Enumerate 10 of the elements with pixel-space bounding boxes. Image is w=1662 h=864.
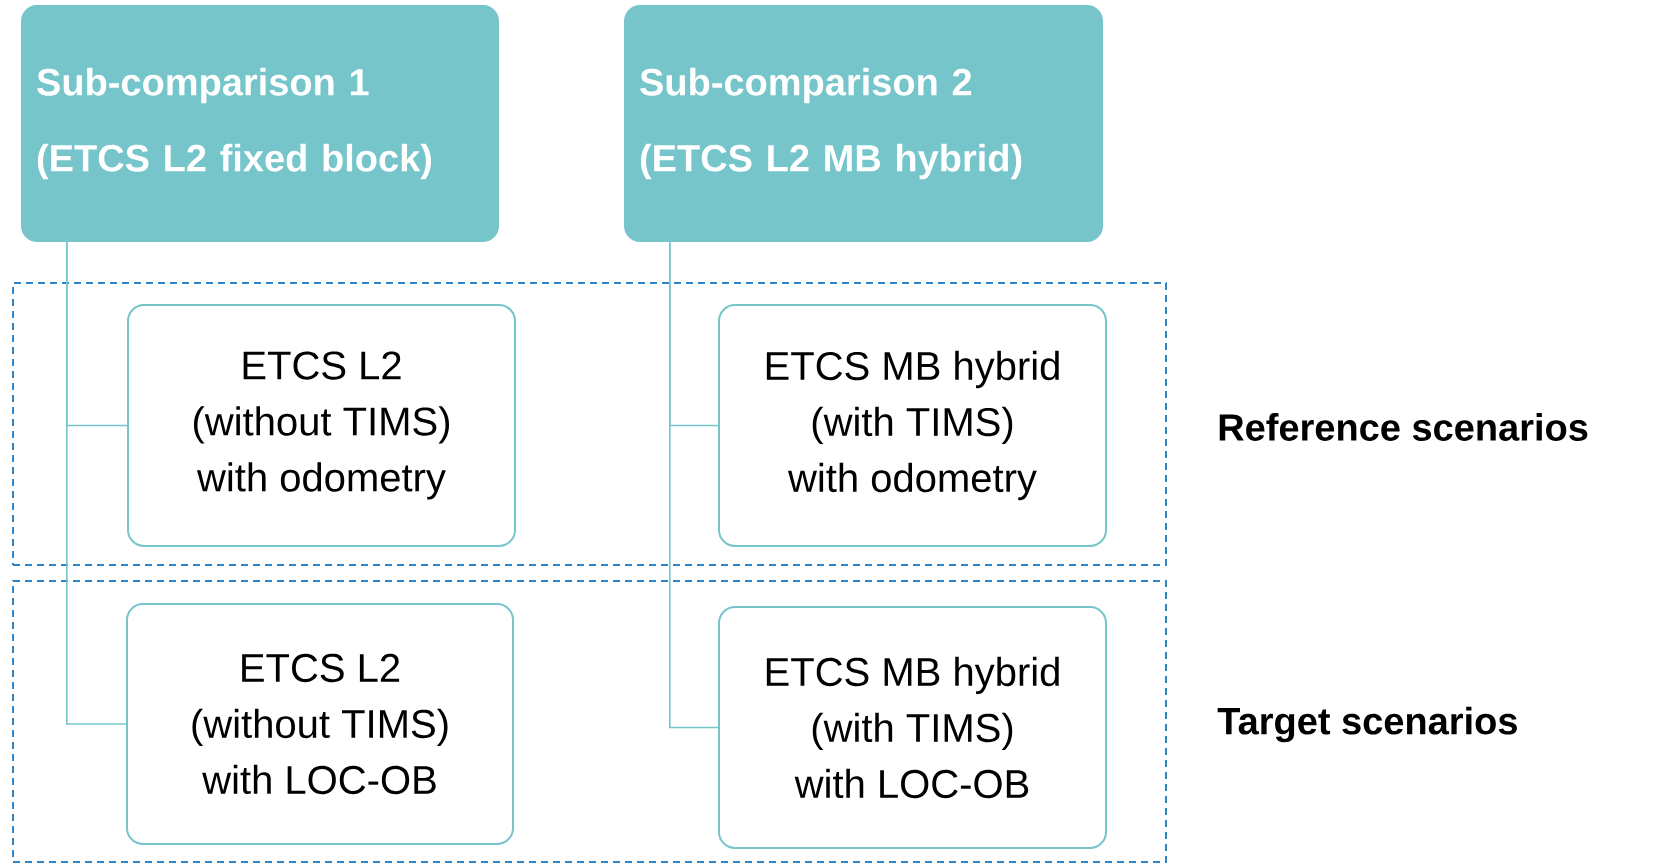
scenario-box: ETCS MB hybrid (with TIMS) with odometry — [718, 304, 1107, 547]
header-box: Sub-comparison 2 (ETCS L2 MB hybrid) — [624, 5, 1103, 242]
connector-line — [669, 241, 719, 729]
scenario-box: ETCS L2 (without TIMS) with LOC-OB — [126, 603, 514, 845]
group-heading: Reference scenarios — [1219, 413, 1588, 441]
header-box: Sub-comparison 1 (ETCS L2 fixed block) — [21, 5, 499, 242]
scenario-box: ETCS L2 (without TIMS) with odometry — [127, 304, 516, 547]
scenario-box: ETCS MB hybrid (with TIMS) with LOC-OB — [718, 606, 1107, 849]
group-heading: Target scenarios — [1217, 706, 1517, 743]
connector-line — [66, 241, 127, 725]
